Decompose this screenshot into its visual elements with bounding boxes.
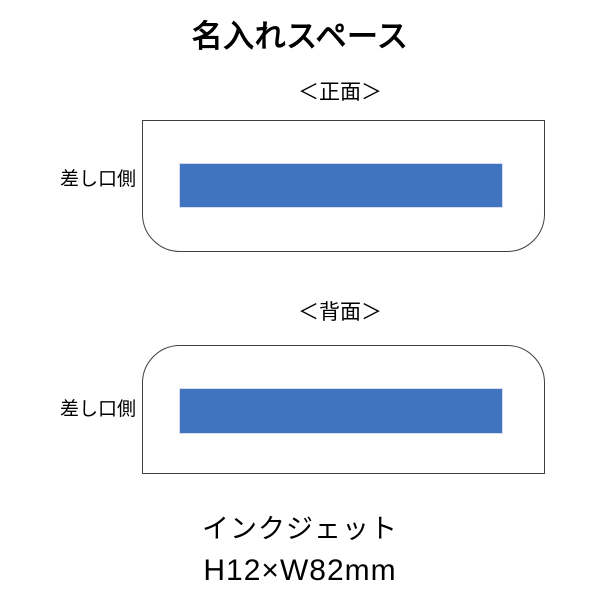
print-area-front	[179, 163, 503, 208]
side-label-front: 差し口側	[59, 169, 136, 190]
side-label-back: 差し口側	[59, 399, 136, 420]
print-dimensions-label: H12×W82mm	[203, 554, 397, 587]
view-caption-back: ＜背面＞	[298, 301, 382, 324]
print-method-label: インクジェット	[202, 514, 398, 544]
print-area-back	[179, 388, 503, 434]
page-title: 名入れスペース	[191, 19, 409, 54]
view-caption-front: ＜正面＞	[298, 81, 382, 104]
